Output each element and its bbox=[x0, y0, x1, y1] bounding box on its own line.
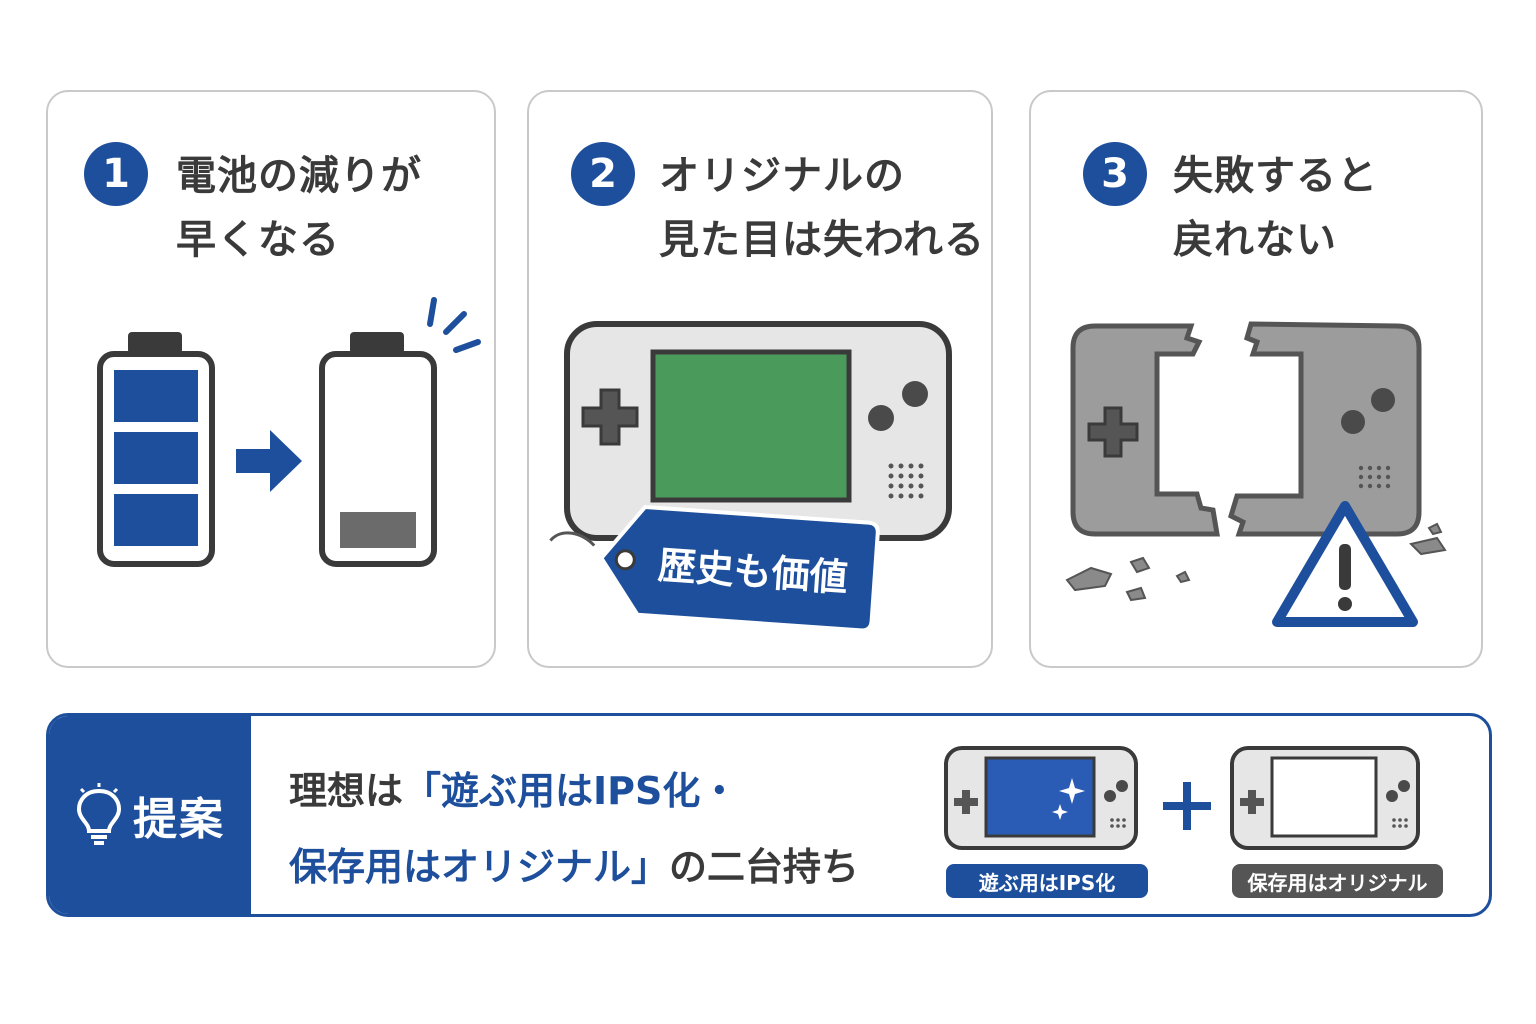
battery-illustration bbox=[97, 297, 481, 567]
warning-icon bbox=[1272, 501, 1418, 627]
debris-icon bbox=[1065, 522, 1447, 602]
battery-full-icon bbox=[97, 332, 215, 567]
handheld-console-icon bbox=[564, 321, 952, 541]
card-title-line1: 失敗すると bbox=[1173, 153, 1378, 199]
broken-console-icon bbox=[1070, 321, 1422, 537]
step-number-badge: 1 bbox=[84, 142, 148, 206]
plus-icon bbox=[1163, 782, 1211, 830]
proposal-text-line2: 保存用はオリジナル」の二台持ち bbox=[289, 836, 859, 891]
card-title: オリジナルの 見た目は失われる bbox=[659, 144, 985, 272]
card-title-line1: オリジナルの bbox=[659, 153, 905, 199]
battery-low-icon bbox=[319, 332, 437, 567]
proposal-suffix: の二台持ち bbox=[669, 845, 860, 889]
alert-lines-icon bbox=[427, 297, 481, 353]
step-number-badge: 3 bbox=[1083, 142, 1147, 206]
proposal-header: 提案 bbox=[49, 716, 251, 914]
proposal-label: 提案 bbox=[133, 794, 225, 845]
broken-console-illustration bbox=[1065, 321, 1447, 627]
card-title: 失敗すると 戻れない bbox=[1173, 144, 1378, 272]
card-original-look: 2 オリジナルの 見た目は失われる 歴史も価値 bbox=[527, 90, 993, 668]
ips-device-label: 遊ぶ用はIPS化 bbox=[946, 864, 1148, 898]
card-no-going-back: 3 失敗すると 戻れない bbox=[1029, 90, 1483, 668]
arrow-right-icon bbox=[236, 430, 302, 492]
ips-console-icon bbox=[944, 746, 1138, 850]
card-title-line1: 電池の減りが bbox=[176, 153, 422, 199]
card-title-line2: 見た目は失われる bbox=[659, 217, 985, 263]
proposal-highlight-2: 保存用はオリジナル」 bbox=[289, 845, 670, 889]
card-battery-drain: 1 電池の減りが 早くなる bbox=[46, 90, 496, 668]
card-title-line2: 早くなる bbox=[176, 217, 340, 263]
proposal-banner: 提案 理想は「遊ぶ用はIPS化・ 保存用はオリジナル」の二台持ち 遊ぶ用はIPS… bbox=[46, 713, 1492, 917]
original-device-label: 保存用はオリジナル bbox=[1232, 864, 1443, 898]
card-title: 電池の減りが 早くなる bbox=[176, 144, 422, 272]
card-title-line2: 戻れない bbox=[1173, 217, 1337, 263]
step-number-badge: 2 bbox=[571, 142, 635, 206]
console-illustration: 歴史も価値 bbox=[549, 321, 952, 633]
lightbulb-icon bbox=[76, 783, 122, 845]
price-tag-icon: 歴史も価値 bbox=[549, 504, 880, 633]
original-console-icon bbox=[1230, 746, 1420, 850]
proposal-prefix: 理想は bbox=[289, 769, 404, 813]
proposal-text-line1: 理想は「遊ぶ用はIPS化・ bbox=[289, 760, 738, 815]
proposal-highlight-1: 「遊ぶ用はIPS化・ bbox=[403, 769, 739, 813]
